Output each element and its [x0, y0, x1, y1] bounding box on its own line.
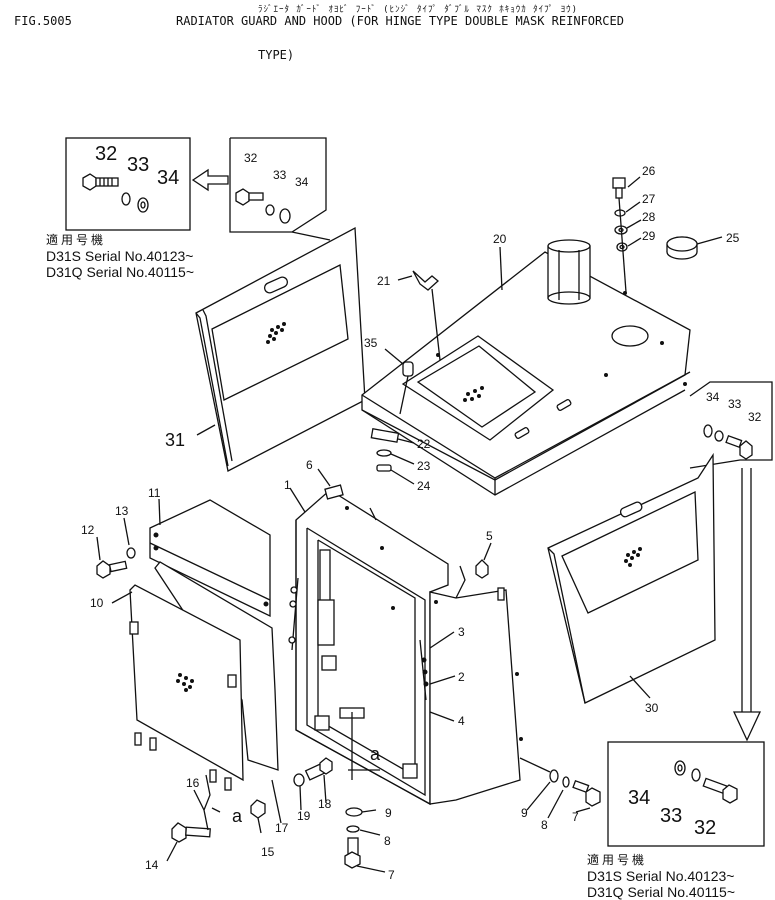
part-label: 12	[81, 523, 95, 537]
match-mark: a	[370, 744, 381, 764]
part-label: 30	[645, 701, 659, 715]
bolt-icon	[293, 757, 333, 787]
latch-clip	[402, 361, 414, 377]
part-label: 1	[284, 478, 291, 492]
inset-box-right	[607, 741, 765, 847]
bolt-icon	[674, 760, 738, 804]
part-label: 14	[145, 858, 159, 872]
part-label: 24	[417, 479, 431, 493]
bolt-icon	[96, 547, 136, 579]
arrow-left-icon	[191, 168, 229, 192]
part-label: 7	[572, 810, 579, 824]
washer-icon	[137, 197, 149, 213]
mounting-bracket	[149, 499, 271, 618]
right-door-panel	[547, 452, 716, 704]
inset-box-left	[65, 137, 191, 231]
bushing	[376, 464, 392, 472]
part-label: 32	[748, 410, 762, 424]
inset-callout-box	[229, 137, 327, 233]
title-line-1: RADIATOR GUARD AND HOOD (FOR HINGE TYPE …	[176, 14, 624, 28]
part-label: 19	[297, 809, 311, 823]
title-line-2: TYPE)	[258, 48, 295, 62]
part-label: 34	[628, 787, 650, 809]
part-label: 28	[642, 210, 656, 224]
part-label: 33	[127, 154, 149, 176]
serial-note-left: 適用号機 D31S Serial No.40123~ D31Q Serial N…	[46, 232, 194, 280]
part-label: 22	[417, 437, 431, 451]
part-label: 13	[115, 504, 129, 518]
bolt-icon	[703, 424, 753, 460]
part-label: 23	[417, 459, 431, 473]
part-label: 17	[275, 821, 289, 835]
part-label: 7	[388, 868, 395, 882]
japanese-title: ﾗｼﾞｴｰﾀ ｶﾞｰﾄﾞ ｵﾖﾋﾞ ﾌｰﾄﾞ (ﾋﾝｼﾞ ﾀｲﾌﾟ ﾀﾞﾌﾞﾙ …	[258, 5, 579, 15]
part-label: 27	[642, 192, 656, 206]
part-label: 26	[642, 164, 656, 178]
part-label: 35	[364, 336, 378, 350]
part-label: 10	[90, 596, 104, 610]
lock-washer-icon	[121, 192, 131, 206]
part-label: 3	[458, 625, 465, 639]
part-label: 33	[660, 805, 682, 827]
part-label: 2	[458, 670, 465, 684]
part-label: 32	[95, 143, 117, 165]
part-label: 6	[306, 458, 313, 472]
part-label: 8	[384, 834, 391, 848]
part-label: 8	[541, 818, 548, 832]
bolt-icon	[235, 188, 291, 224]
leader-lines	[96, 246, 591, 873]
part-label: 18	[318, 797, 332, 811]
part-label: 20	[493, 232, 507, 246]
figure-number: FIG.5005	[14, 14, 72, 28]
bolt-icon	[344, 807, 363, 869]
nut-icon	[250, 799, 266, 819]
serial-line-2: D31Q Serial No.40115~	[587, 884, 735, 900]
part-label: 15	[261, 845, 275, 859]
serial-line-2: D31Q Serial No.40115~	[46, 264, 194, 280]
radiator-cap	[666, 236, 698, 260]
serial-line-1: D31S Serial No.40123~	[46, 248, 194, 264]
latch-lever	[412, 270, 441, 361]
part-label: 25	[726, 231, 740, 245]
left-door-panel	[195, 226, 366, 472]
part-label: 9	[521, 806, 528, 820]
part-label: 32	[244, 151, 258, 165]
part-label: 34	[157, 167, 179, 189]
hood-top-cover	[361, 239, 691, 496]
part-label: 34	[706, 390, 720, 404]
serial-heading: 適用号機	[46, 233, 107, 247]
bolt-icon	[82, 173, 119, 191]
nut-icon	[475, 559, 489, 579]
part-label: 21	[377, 274, 391, 288]
part-label: 33	[273, 168, 287, 182]
serial-note-right: 適用号機 D31S Serial No.40123~ D31Q Serial N…	[587, 852, 735, 900]
match-mark: a	[232, 806, 243, 826]
side-cover-plate	[129, 561, 279, 791]
rubber-pad	[370, 428, 400, 443]
part-label: 33	[728, 397, 742, 411]
part-label: 32	[694, 817, 716, 839]
part-label: 4	[458, 714, 465, 728]
bolt-icon	[171, 822, 211, 843]
washer-icon	[376, 449, 392, 457]
radiator-guard-frame	[288, 484, 523, 806]
serial-line-1: D31S Serial No.40123~	[587, 868, 735, 884]
part-label: 9	[385, 806, 392, 820]
part-label: 29	[642, 229, 656, 243]
part-number-labels: 32 33 34 32 33 34 26 27 28 29 25 20 21 3…	[81, 143, 762, 882]
serial-heading: 適用号機	[587, 853, 648, 867]
arrow-down-icon	[732, 468, 762, 742]
part-label: 11	[148, 486, 161, 500]
part-label: 31	[165, 430, 185, 450]
inset-callout-box	[689, 381, 773, 469]
part-label: 5	[486, 529, 493, 543]
part-label: 16	[186, 776, 200, 790]
bolt-icon	[549, 769, 601, 807]
part-label: 34	[295, 175, 309, 189]
